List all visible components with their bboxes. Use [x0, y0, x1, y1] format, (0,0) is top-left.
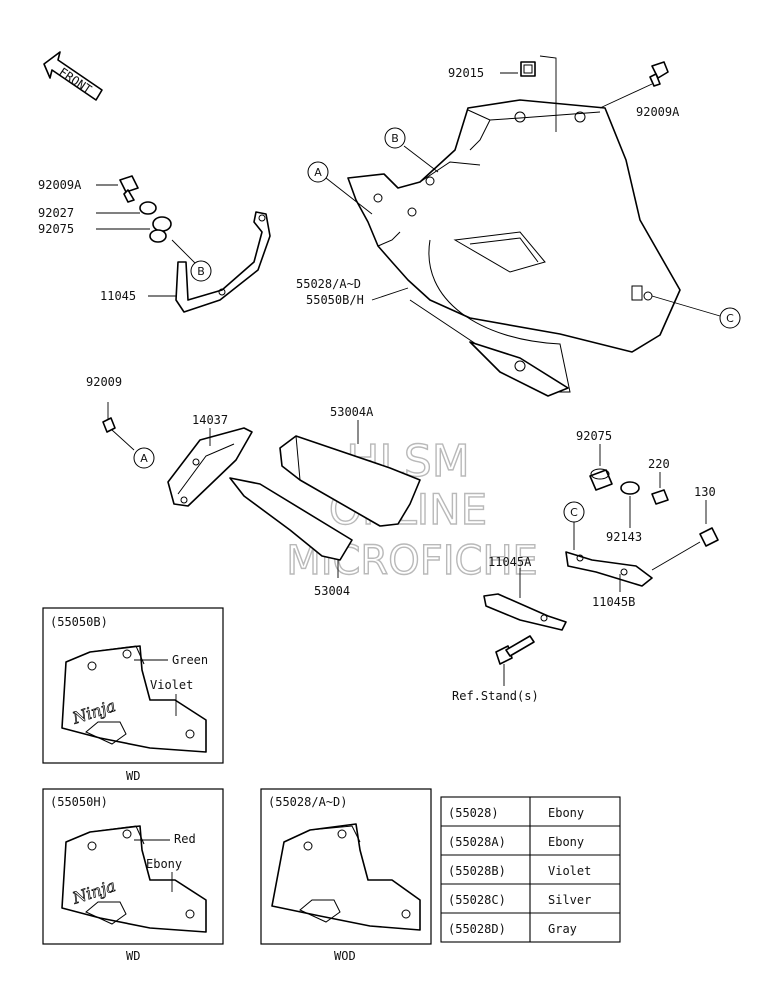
inset-55050B-color2: Violet: [150, 678, 193, 692]
table-row-5-part: (55028D): [448, 922, 506, 936]
grommet-92075-left: [96, 216, 172, 243]
bolt-ref-stand: [495, 635, 535, 686]
label-92027: 92027: [38, 206, 74, 220]
table-row-3-color: Violet: [548, 864, 591, 878]
inset-55050B-title: (55050B): [50, 615, 108, 629]
label-ref-stand: Ref.Stand(s): [452, 689, 539, 703]
table-row-4-color: Silver: [548, 893, 591, 907]
callout-a-main-label: A: [314, 166, 322, 179]
table-row-5-color: Gray: [548, 922, 577, 936]
label-11045: 11045: [100, 289, 136, 303]
label-11045B: 11045B: [592, 595, 635, 609]
inset-55050H: (55050H) Ninja Red Ebony: [42, 788, 224, 945]
bracket-11045A: [483, 568, 567, 631]
bracket-11045B: [565, 551, 653, 592]
callout-c-main-label: C: [726, 312, 734, 325]
bolt-130: [651, 500, 719, 571]
bolt-92009: [102, 402, 135, 451]
label-53004A: 53004A: [330, 405, 374, 419]
callout-c-right-label: C: [570, 506, 578, 519]
label-14037: 14037: [192, 413, 228, 427]
callout-a-left: A: [133, 447, 155, 469]
table-row-1-part: (55028): [448, 806, 499, 820]
callout-c-main: C: [651, 295, 741, 329]
label-92075-left: 92075: [38, 222, 74, 236]
table-row-2-part: (55028A): [448, 835, 506, 849]
bracket-11045: [175, 211, 271, 313]
label-92009: 92009: [86, 375, 122, 389]
label-55050: 55050B/H: [306, 293, 364, 307]
bolt-92009A-left: [96, 175, 139, 203]
grommet-92075-right: [589, 444, 613, 491]
label-92015: 92015: [448, 66, 484, 80]
callout-a-main: A: [307, 161, 373, 215]
label-92075-right: 92075: [576, 429, 612, 443]
front-label: FRONT: [56, 65, 94, 97]
callout-a-left-label: A: [140, 452, 148, 465]
table-row-4-part: (55028C): [448, 893, 506, 907]
clip-92015: [500, 55, 557, 132]
table-row-3-part: (55028B): [448, 864, 506, 878]
front-arrow-icon: FRONT: [43, 51, 103, 101]
color-table: (55028) Ebony (55028A) Ebony (55028B) Vi…: [440, 796, 621, 943]
callout-c-right: C: [563, 501, 585, 523]
table-row-1-color: Ebony: [548, 806, 584, 820]
inset-55050H-color2: Ebony: [146, 857, 182, 871]
collar-92143: [620, 481, 640, 528]
bracket-14037: [167, 427, 253, 507]
callout-b-main: B: [384, 127, 439, 173]
inset-55050H-title: (55050H): [50, 795, 108, 809]
inset-55050H-color1: Red: [174, 832, 196, 846]
inset-55028-footer: WOD: [334, 949, 356, 963]
label-53004: 53004: [314, 584, 350, 598]
label-92009A-top: 92009A: [636, 105, 680, 119]
collar-92027: [96, 201, 157, 215]
label-130: 130: [694, 485, 716, 499]
inset-55028: (55028/A~D): [260, 788, 432, 945]
callout-b-left-label: B: [197, 265, 205, 278]
inset-55050B-footer: WD: [126, 769, 140, 783]
label-55028: 55028/A~D: [296, 277, 361, 291]
label-92009A-left: 92009A: [38, 178, 82, 192]
panel-53004: [229, 477, 353, 578]
table-row-2-color: Ebony: [548, 835, 584, 849]
panel-53004A: [279, 420, 421, 527]
inset-55050B-color1: Green: [172, 653, 208, 667]
lower-cowling-part: [347, 99, 681, 397]
inset-55050B: (55050B) Ninja Green Violet: [42, 607, 224, 764]
callout-b-main-label: B: [391, 132, 399, 145]
label-92143: 92143: [606, 530, 642, 544]
bolt-92009A-top: [599, 61, 669, 109]
label-220: 220: [648, 457, 670, 471]
inset-55050H-footer: WD: [126, 949, 140, 963]
callout-b-left: B: [190, 260, 212, 282]
inset-55028-title: (55028/A~D): [268, 795, 347, 809]
label-11045A: 11045A: [488, 555, 532, 569]
bolt-220: [651, 472, 669, 505]
